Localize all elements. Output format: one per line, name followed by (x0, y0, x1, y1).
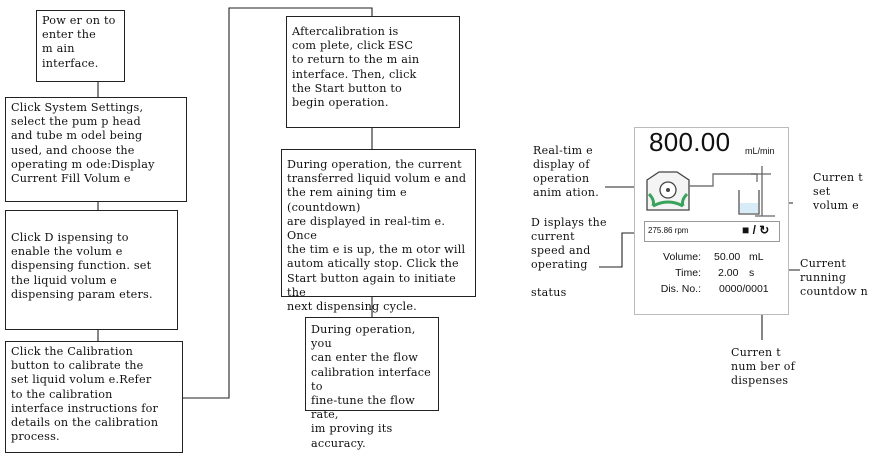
label-set-volume: Curren t set volum e (813, 171, 863, 212)
beaker-icon (738, 190, 760, 215)
tube-segment-icon (652, 200, 684, 208)
step-power-on: Pow er on to enter the m ain interface. (36, 10, 125, 82)
volume-value: 50.00 (714, 251, 741, 263)
run-state-icon: ■ / ↻ (742, 223, 770, 237)
connector-s4-s5 (183, 7, 373, 399)
step-dispensing: Click D ispensing to enable the volum e … (5, 210, 178, 330)
step-after-calibration: Aftercalibration is com plete, click ESC… (286, 16, 460, 128)
volume-label: Volume: (663, 251, 701, 263)
flow-rate-unit: mL/min (745, 146, 775, 156)
time-unit: s (749, 267, 755, 279)
tubing-line (689, 173, 758, 187)
dis-no-value: 0000/0001 (719, 283, 769, 295)
label-speed-status: D isplays the current speed and operatin… (531, 216, 607, 299)
step-flow-calibration: During operation, you can enter the flow… (305, 317, 439, 450)
label-countdown: Current running countdow n (800, 257, 869, 298)
time-label: Time: (675, 267, 701, 279)
status-strip: 275.86 rpm ■ / ↻ (644, 221, 780, 242)
volume-unit: mL (749, 251, 764, 263)
device-screen: 800.00 mL/min 275.86 rpm ■ / ↻ Volume: 5… (634, 127, 789, 315)
step-system-settings: Click System Settings, select the pum p … (5, 97, 187, 202)
dis-no-label: Dis. No.: (660, 283, 701, 295)
pointer-speed (599, 232, 640, 268)
rpm-value: 275.86 rpm (648, 226, 689, 235)
label-dispenses: Curren t num ber of dispenses (731, 346, 796, 387)
flow-rate-value: 800.00 (649, 127, 731, 157)
step-calibration: Click the Calibration button to calibrat… (5, 341, 183, 453)
label-animation: Real-tim e display of operation anim ati… (533, 144, 600, 199)
time-value: 2.00 (718, 267, 739, 279)
step-during-operation: During operation, the current transferre… (281, 149, 476, 313)
pump-animation (646, 166, 775, 217)
